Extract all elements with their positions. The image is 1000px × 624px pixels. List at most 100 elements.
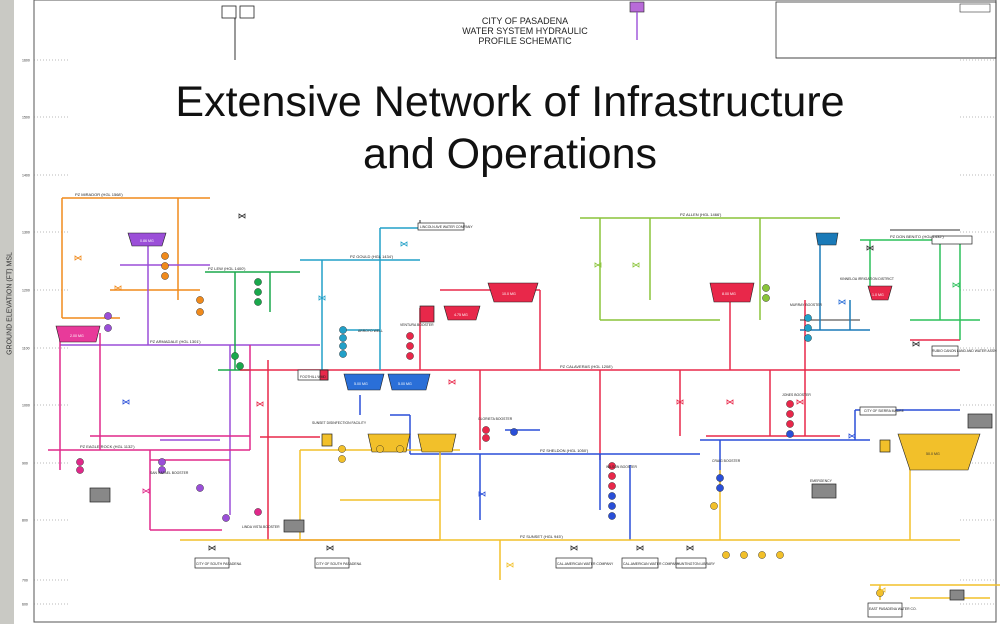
valve-symbol <box>866 245 874 251</box>
svg-text:1.0 MG: 1.0 MG <box>872 293 884 297</box>
schematic-header-line1: CITY OF PASADENA <box>481 16 569 26</box>
valve-symbol <box>478 491 486 497</box>
svg-text:PZ LEW (HGL 1400'): PZ LEW (HGL 1400') <box>208 266 246 271</box>
booster-pump <box>608 512 616 520</box>
svg-text:WILSON BOOSTER: WILSON BOOSTER <box>606 465 637 469</box>
booster-pump <box>254 298 262 306</box>
valve-symbol <box>74 255 82 261</box>
booster-pump <box>608 492 616 500</box>
svg-text:FOOTHILL WMD: FOOTHILL WMD <box>300 375 326 379</box>
booster-pump <box>406 342 414 350</box>
svg-text:PZ ARMADALE (HGL 1301'): PZ ARMADALE (HGL 1301') <box>150 339 201 344</box>
valve-symbol <box>400 241 408 247</box>
elevation-tick-label: 800 <box>22 519 28 523</box>
booster-pump <box>158 466 166 474</box>
booster-pump <box>158 458 166 466</box>
schematic-frame <box>33 0 997 623</box>
booster-pump <box>161 272 169 280</box>
svg-text:EMERGENCY: EMERGENCY <box>810 479 833 483</box>
valve-symbol <box>838 299 846 305</box>
pressure-zone-lines <box>48 20 1000 600</box>
valve-symbol <box>506 562 514 568</box>
legend-box <box>775 1 997 59</box>
booster-pump <box>406 352 414 360</box>
booster-pump <box>608 462 616 470</box>
elevation-tick-label: 1600 <box>22 59 30 63</box>
valve-symbol <box>570 545 578 551</box>
valve-symbols <box>74 213 960 593</box>
valve-symbol <box>256 401 264 407</box>
valve-symbol <box>594 262 602 268</box>
valve-symbol <box>632 262 640 268</box>
booster-pump <box>716 484 724 492</box>
svg-text:HUNTINGTON LIBRARY: HUNTINGTON LIBRARY <box>677 562 716 566</box>
booster-pump <box>161 262 169 270</box>
booster-pump <box>196 484 204 492</box>
booster-pump <box>608 472 616 480</box>
booster-pump <box>482 434 490 442</box>
elevation-tick-label: 1000 <box>22 404 30 408</box>
svg-text:LINDA VISTA BOOSTER: LINDA VISTA BOOSTER <box>242 525 280 529</box>
svg-text:PZ SUNSET (HGL 945'): PZ SUNSET (HGL 945') <box>520 534 563 539</box>
booster-pump <box>758 551 766 559</box>
elevation-tick-label: 1500 <box>22 116 30 120</box>
valve-symbol <box>796 399 804 405</box>
booster-pump <box>406 332 414 340</box>
svg-text:8.00 MG: 8.00 MG <box>722 292 736 296</box>
booster-pump <box>236 362 244 370</box>
reservoir-labels: 2.00 MG 0.86 MG 10.0 MG 4.75 MG 5.00 MG … <box>70 239 940 456</box>
slide-title: Extensive Network of Infrastructure and … <box>100 76 920 180</box>
valve-symbol <box>318 295 326 301</box>
facility-boxes <box>89 222 993 618</box>
y-axis-label: GROUND ELEVATION (FT) MSL <box>6 252 14 355</box>
svg-text:PZ EAGLE ROCK (HGL 1132'): PZ EAGLE ROCK (HGL 1132') <box>80 444 135 449</box>
svg-text:CITY OF SOUTH PASADENA: CITY OF SOUTH PASADENA <box>196 562 242 566</box>
valve-symbol <box>326 545 334 551</box>
svg-text:5.00 MG: 5.00 MG <box>398 382 412 386</box>
pressure-zone-labels: PZ MIRADOR (HGL 1568') PZ ALLEN (HGL 146… <box>75 192 944 539</box>
facility-labels: FOOTHILL WMD ARROYO WELL VENTURA BOOSTER… <box>150 225 997 611</box>
booster-pump <box>510 428 518 436</box>
booster-pump <box>804 324 812 332</box>
valve-symbol <box>122 399 130 405</box>
svg-text:ARROYO WELL: ARROYO WELL <box>358 329 383 333</box>
booster-pump <box>762 294 770 302</box>
booster-pump <box>254 288 262 296</box>
svg-text:50.0 MG: 50.0 MG <box>926 452 940 456</box>
booster-pump <box>339 334 347 342</box>
svg-text:SUNSET DISINFECTION FACILITY: SUNSET DISINFECTION FACILITY <box>312 421 367 425</box>
booster-pump <box>76 466 84 474</box>
booster-pump <box>338 455 346 463</box>
valve-symbol <box>142 488 150 494</box>
svg-text:CRAIG BOOSTER: CRAIG BOOSTER <box>712 459 741 463</box>
valve-symbol <box>448 379 456 385</box>
booster-pump <box>104 324 112 332</box>
booster-pump <box>716 474 724 482</box>
svg-text:PZ MIRADOR (HGL 1568'): PZ MIRADOR (HGL 1568') <box>75 192 123 197</box>
svg-text:4.75 MG: 4.75 MG <box>454 313 468 317</box>
svg-text:PZ DON BENITO (HGL 1432'): PZ DON BENITO (HGL 1432') <box>890 234 944 239</box>
booster-pump <box>339 326 347 334</box>
schematic-header: CITY OF PASADENA WATER SYSTEM HYDRAULIC … <box>440 16 610 46</box>
booster-pump <box>161 252 169 260</box>
booster-pump <box>254 508 262 516</box>
elevation-tick-label: 1200 <box>22 289 30 293</box>
elevation-tick-label: 1300 <box>22 231 30 235</box>
booster-pump <box>196 296 204 304</box>
valve-symbol <box>878 587 886 593</box>
svg-text:LINCOLN AVE WATER COMPANY: LINCOLN AVE WATER COMPANY <box>420 225 473 229</box>
valve-symbol <box>636 545 644 551</box>
booster-pump <box>722 551 730 559</box>
elevation-tick-label: 1400 <box>22 174 30 178</box>
booster-pump <box>338 445 346 453</box>
booster-pump <box>740 551 748 559</box>
svg-text:10.0 MG: 10.0 MG <box>502 292 516 296</box>
valve-symbol <box>912 341 920 347</box>
booster-pump <box>804 314 812 322</box>
left-edge-strip <box>0 0 14 624</box>
booster-pump <box>396 445 404 453</box>
svg-text:PZ ALLEN (HGL 1466'): PZ ALLEN (HGL 1466') <box>680 212 722 217</box>
elevation-tick-label: 900 <box>22 462 28 466</box>
